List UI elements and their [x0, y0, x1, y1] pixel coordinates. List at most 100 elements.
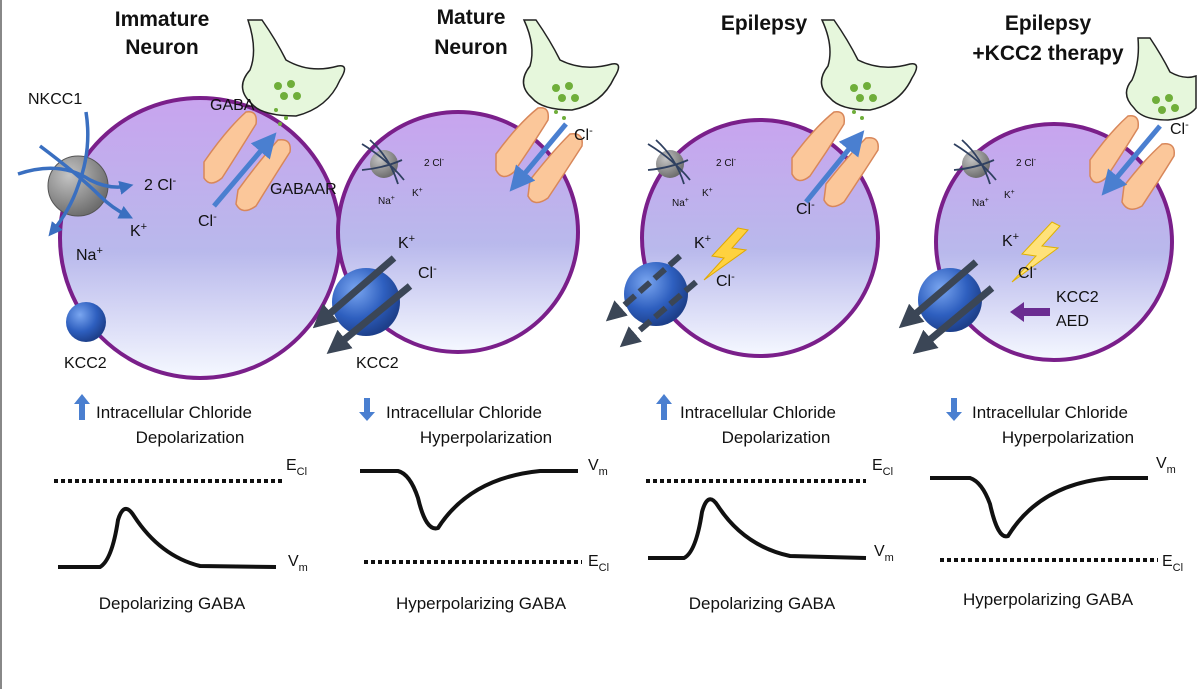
kcc2-chloride-text: Cl [418, 265, 433, 282]
panel-title-line-1: Epilepsy [1005, 12, 1092, 35]
kcc2-chloride-efflux-arrow [326, 283, 413, 355]
presynaptic-terminal [820, 19, 918, 111]
trend-line-2: Hyperpolarization [1002, 428, 1134, 447]
nkcc1-chloride-label: 2 Cl- [424, 157, 445, 169]
trace-label-bottom-text: V [288, 553, 299, 570]
receptor-chloride-text: Cl [1170, 121, 1185, 138]
kcc2-potassium-charge: + [705, 233, 711, 245]
trace-label-bottom: ECl [588, 553, 609, 574]
kcc2-potassium-label: K+ [398, 233, 415, 252]
nkcc1-potassium-charge: + [1011, 189, 1015, 196]
panel-epilepsy: Epilepsy Cl- 2 Cl- K+ Na+ K+ Cl- Intrace… [605, 12, 918, 613]
panel-title-line-2: Neuron [125, 36, 199, 59]
nkcc1-sodium-arrow [48, 111, 90, 237]
lightning-bolt-icon [703, 227, 749, 281]
nkcc1-chloride-charge: - [734, 157, 737, 164]
kcc2-transporter [66, 302, 106, 342]
receptor-chloride-label: Cl- [796, 199, 815, 218]
kcc2-aed-arrow-icon [1010, 302, 1050, 322]
panel-caption: Depolarizing GABA [99, 594, 246, 613]
receptor-chloride-charge: - [1185, 119, 1189, 131]
receptor-chloride-text: Cl [574, 127, 589, 144]
neuron-cell-body [640, 118, 880, 358]
nkcc1-flux-arrow [961, 139, 991, 185]
chloride-efflux-arrow [804, 130, 865, 204]
kcc2-transporter [918, 268, 982, 332]
receptor-chloride-label: Cl- [198, 211, 217, 230]
trace-label-bottom: ECl [1162, 553, 1183, 574]
gaba-vesicles [552, 82, 579, 120]
kcc2-potassium-efflux-arrow [898, 259, 979, 329]
nkcc1-chloride-label: 2 Cl- [716, 157, 737, 169]
trace-label-bottom-sub: m [885, 552, 894, 564]
gabaa-receptor-left [791, 111, 846, 182]
nkcc1-potassium-text: K [412, 188, 419, 199]
nkcc1-chloride-charge: - [442, 157, 445, 164]
nkcc1-potassium-arrow [38, 144, 134, 219]
trace-label-top-sub: Cl [883, 466, 893, 478]
trace-label-bottom-sub: Cl [1173, 562, 1183, 574]
presynaptic-terminal [241, 19, 346, 117]
nkcc1-sodium-label: Na+ [672, 197, 689, 209]
kcc2-transporter [624, 262, 688, 326]
nkcc1-chloride-charge: - [1034, 157, 1037, 164]
nkcc1-sodium-text: Na [972, 198, 985, 209]
kcc2-potassium-charge: + [409, 233, 415, 245]
trend-line-2: Depolarization [136, 428, 245, 447]
trace-label-top-text: E [872, 457, 883, 474]
nkcc1-sodium-text: Na [76, 247, 97, 264]
kcc2-chloride-charge: - [433, 263, 437, 275]
nkcc1-chloride-text: 2 Cl [716, 158, 734, 169]
kcc2-chloride-efflux-arrow-impaired [619, 279, 698, 348]
kcc2-potassium-label: K+ [694, 233, 711, 252]
panel-title-line-1: Mature [437, 6, 506, 29]
chloride-decrease-arrow-icon [359, 398, 375, 421]
gabaa-receptor-left [495, 107, 550, 178]
kcc2-potassium-efflux-arrow [312, 255, 397, 329]
nkcc1-flux-arrow [647, 143, 691, 181]
nkcc1-flux-arrow [655, 139, 685, 185]
trace-label-top-sub: m [1167, 464, 1176, 476]
trend-line-2: Hyperpolarization [420, 428, 552, 447]
kcc2-chloride-efflux-arrow [912, 285, 995, 355]
panel-immature-neuron: Immature Neuron GABA GABAAR Cl- NKCC1 2 … [17, 8, 346, 613]
kcc2-potassium-text: K [398, 235, 409, 252]
trend-line-1: Intracellular Chloride [680, 403, 836, 422]
nkcc1-flux-arrow [647, 159, 689, 171]
receptor-chloride-text: Cl [796, 201, 811, 218]
nkcc1-chloride-text: 2 Cl [144, 177, 172, 194]
kcc2-label: KCC2 [356, 355, 399, 372]
kcc2-chloride-text: Cl [1018, 265, 1033, 282]
trace-label-bottom-sub: m [299, 562, 308, 574]
receptor-chloride-text: Cl [198, 213, 213, 230]
nkcc1-sodium-charge: + [985, 197, 989, 204]
chloride-efflux-arrow [212, 132, 277, 208]
panel-title-line-2: Neuron [434, 36, 508, 59]
nkcc1-sodium-text: Na [378, 196, 391, 207]
membrane-potential-trace [58, 507, 277, 569]
nkcc1-potassium-text: K [130, 223, 141, 240]
trace-label-top-text: V [588, 457, 599, 474]
kcc2-potassium-text: K [694, 235, 705, 252]
nkcc1-potassium-charge: + [419, 187, 423, 194]
membrane-potential-trace [360, 469, 578, 531]
kcc2-label: KCC2 [64, 355, 107, 372]
panel-mature-neuron: Mature Neuron Cl- 2 Cl- K+ Na+ K+ Cl- KC… [312, 6, 620, 613]
trend-line-1: Intracellular Chloride [972, 403, 1128, 422]
nkcc1-transporter [656, 150, 684, 178]
nkcc1-potassium-label: K+ [412, 187, 423, 199]
trend-line-1: Intracellular Chloride [96, 403, 252, 422]
nkcc1-sodium-label: Na+ [972, 197, 989, 209]
membrane-potential-trace [648, 497, 867, 560]
nkcc1-flux-arrow [361, 159, 403, 171]
panel-title-line-1: Epilepsy [721, 12, 808, 35]
gabaa-receptor-right [527, 133, 583, 204]
nkcc1-sodium-charge: + [96, 245, 102, 257]
receptor-label: GABAAR [270, 181, 337, 198]
nkcc1-chloride-charge: - [172, 175, 176, 187]
kcc2-potassium-efflux-arrow-impaired [605, 253, 682, 322]
chloride-influx-arrow [509, 122, 568, 192]
gaba-label: GABA [210, 97, 255, 114]
